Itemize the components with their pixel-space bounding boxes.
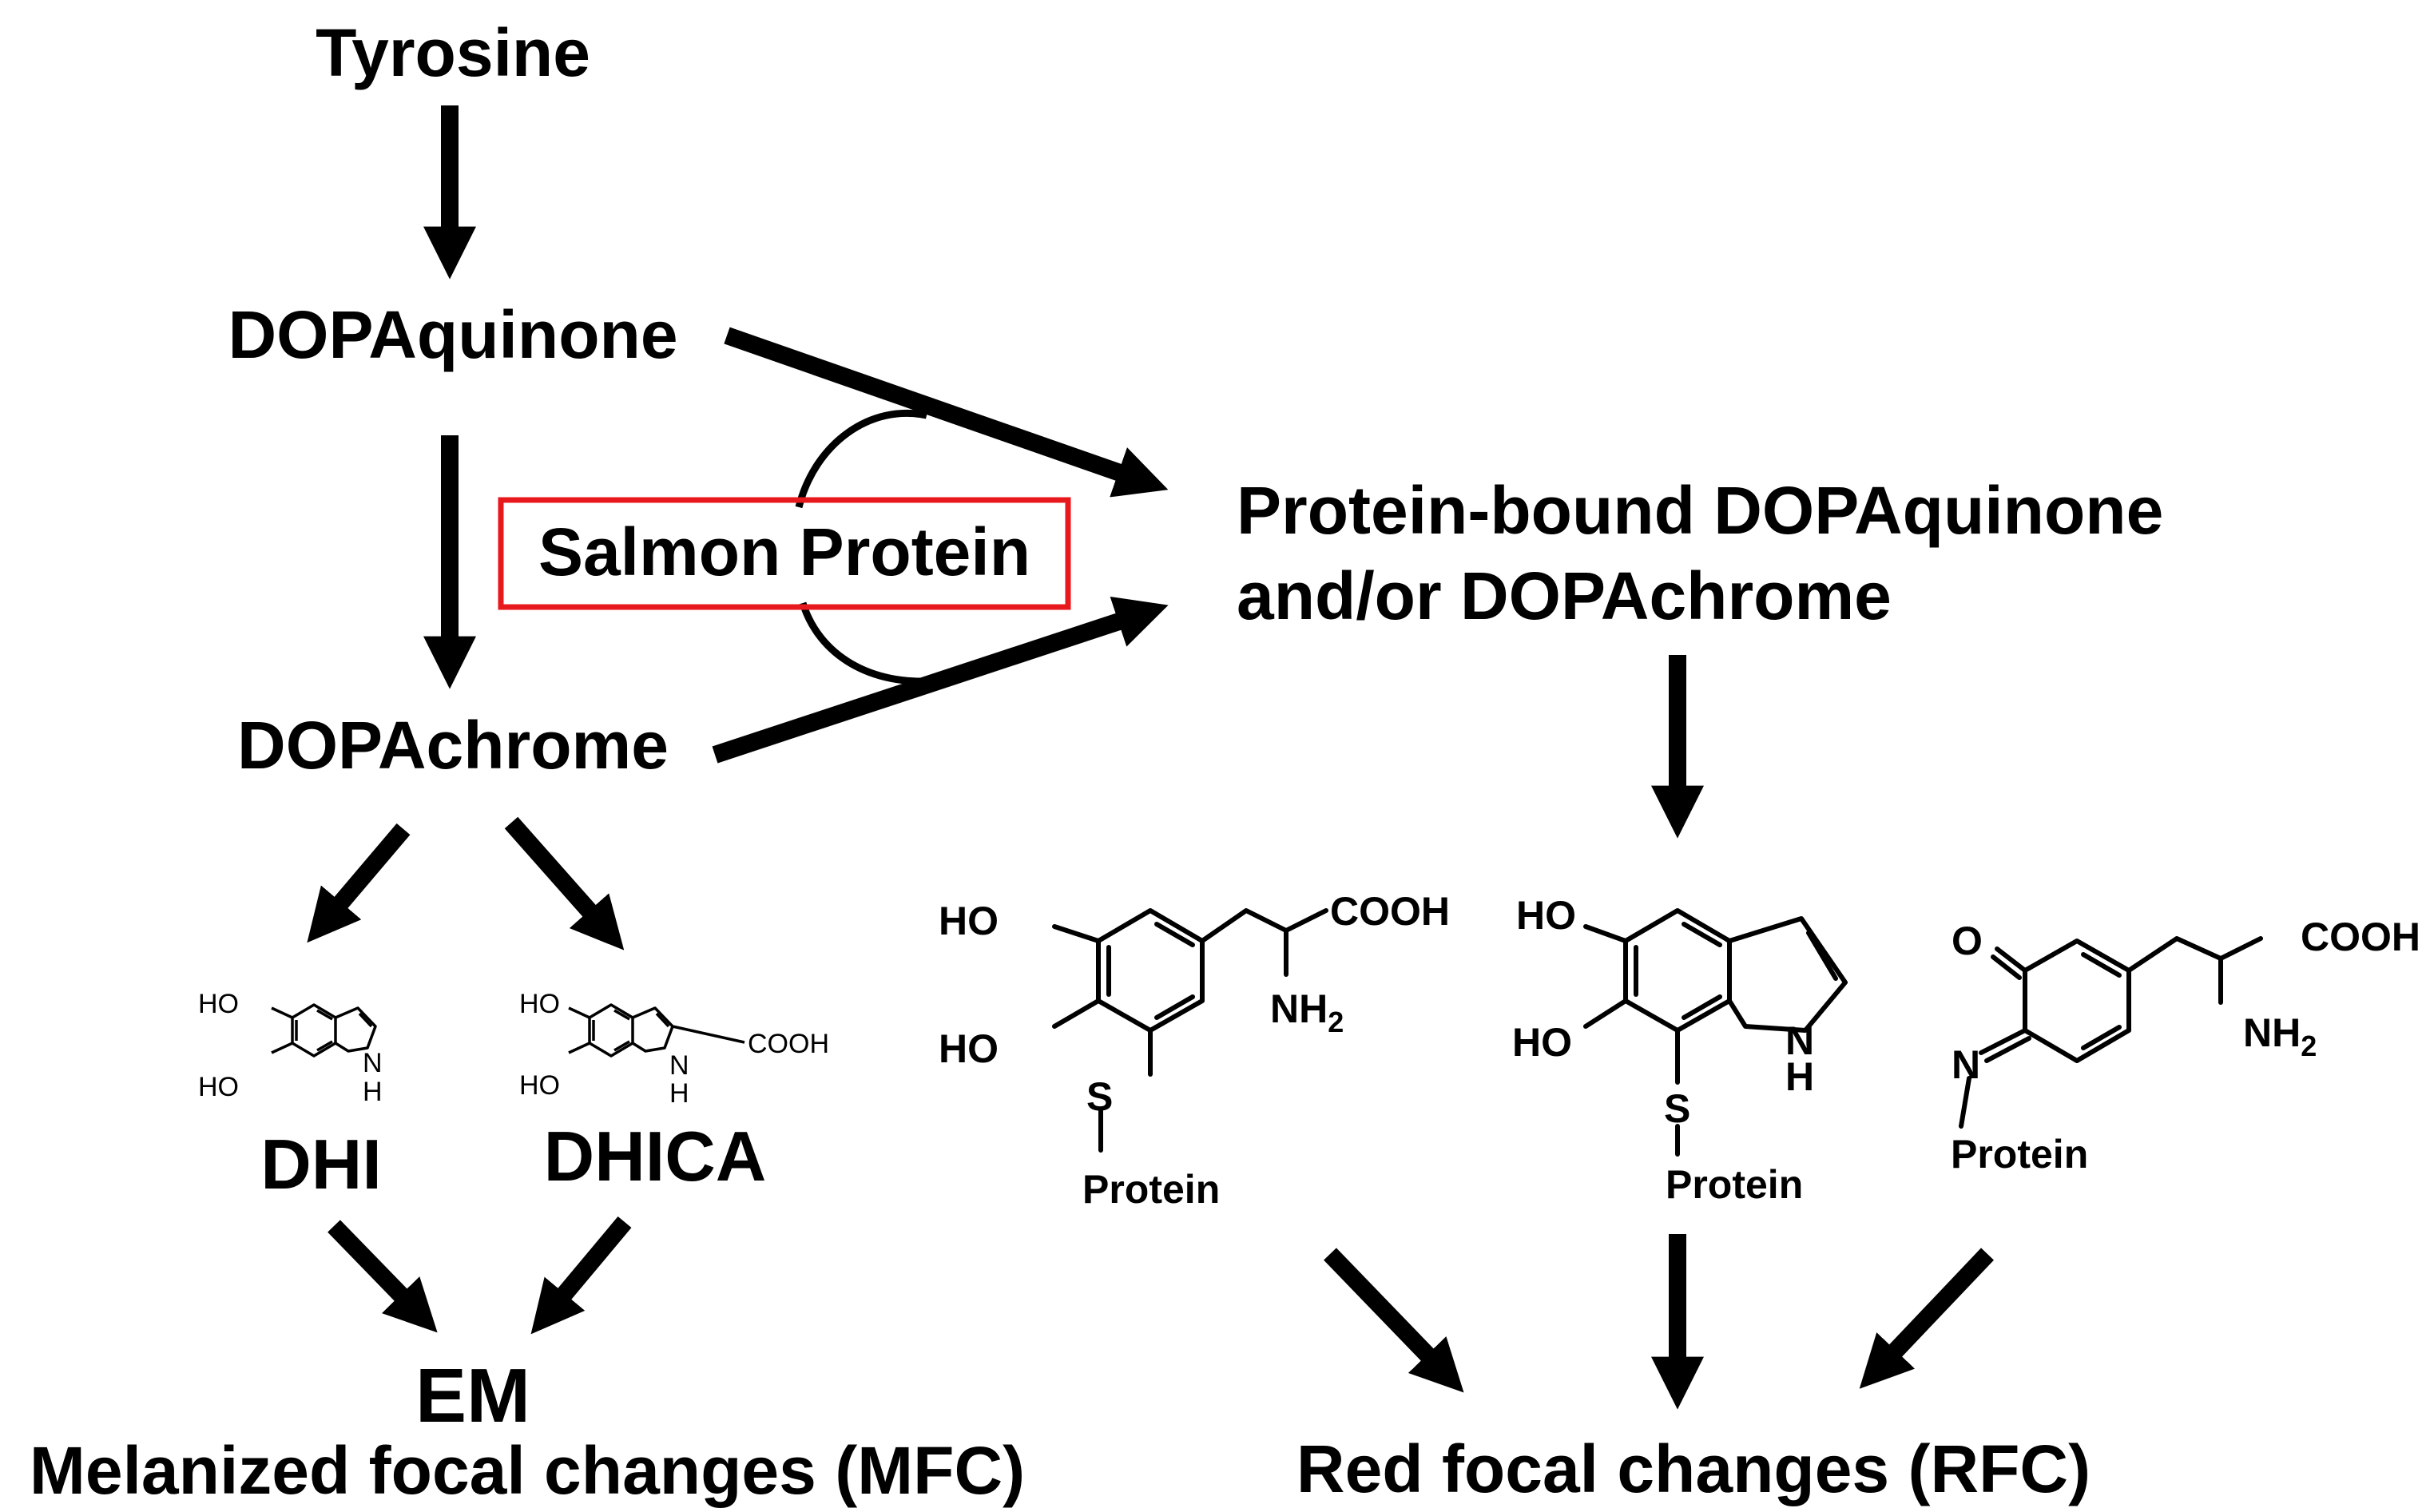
tyrosine-label: Tyrosine	[316, 15, 590, 90]
dopachrome-label: DOPAchrome	[237, 708, 669, 783]
quinone-imine-o: O	[1952, 919, 1983, 963]
rfc-label: Red focal changes (RFC)	[1296, 1431, 2091, 1506]
dhica-ho-top: HO	[519, 989, 560, 1019]
quinone-imine-n: N	[1952, 1042, 1980, 1087]
arrow-dopachrome-to-dhi	[307, 823, 411, 943]
thio-dhi-protein: Protein	[1666, 1162, 1803, 1207]
arrow-dhica-to-em	[530, 1216, 632, 1335]
quinone-imine-protein-structure: O N COOH NH2 Protein	[1951, 915, 2420, 1177]
quinone-imine-cooh: COOH	[2301, 915, 2420, 959]
cysteinyldopa-protein: Protein	[1082, 1167, 1220, 1212]
thio-dhi-s: S	[1664, 1086, 1690, 1131]
thio-dhi-ho-bottom: HO	[1512, 1020, 1572, 1065]
mfc-label: Melanized focal changes (MFC)	[30, 1433, 1025, 1508]
dhi-structure: HO HO N H	[198, 989, 383, 1107]
dopaquinone-label: DOPAquinone	[228, 297, 677, 372]
salmon-protein-label: Salmon Protein	[538, 514, 1030, 589]
quinone-imine-nh2: NH2	[2243, 1010, 2317, 1062]
cysteinyldopa-protein-structure: HO HO COOH NH2 S Protein	[939, 889, 1450, 1212]
arrow-quinone-imine-to-rfc	[1859, 1248, 1994, 1389]
dhica-structure: HO HO COOH N H	[519, 989, 829, 1109]
dhi-label: DHI	[260, 1125, 382, 1204]
thio-dhi-n: N	[1785, 1018, 1814, 1063]
arrow-dopachrome-to-protein-bound	[712, 596, 1169, 764]
dhi-ho-bottom: HO	[198, 1072, 239, 1102]
dhi-ho-top: HO	[198, 989, 239, 1019]
arrow-dopaquinone-to-protein-bound	[724, 327, 1169, 498]
dhica-ho-bottom: HO	[519, 1070, 560, 1101]
thio-dhi-ho-top: HO	[1516, 893, 1576, 938]
protein-bound-label-line1: Protein-bound DOPAquinone	[1237, 473, 2163, 548]
arrow-cysteinyldopa-to-rfc	[1324, 1248, 1464, 1393]
thio-dhi-protein-structure: HO HO N H S Protein	[1512, 893, 1848, 1207]
dhi-n: N	[363, 1048, 383, 1078]
cysteinyldopa-nh2: NH2	[1270, 986, 1344, 1038]
dhi-h: H	[363, 1077, 383, 1107]
cysteinyldopa-cooh: COOH	[1330, 889, 1450, 934]
salmon-protein-lower-arc	[799, 601, 939, 685]
salmon-protein-upper-arc	[795, 409, 927, 509]
dhica-cooh: COOH	[748, 1029, 829, 1059]
dhica-h: H	[669, 1078, 689, 1109]
cysteinyldopa-s: S	[1086, 1074, 1113, 1119]
quinone-imine-protein: Protein	[1951, 1132, 2088, 1177]
cysteinyldopa-ho-top: HO	[939, 899, 999, 943]
dhica-label: DHICA	[544, 1117, 767, 1196]
salmon-protein-box	[498, 497, 1071, 610]
protein-bound-label-line2: and/or DOPAchrome	[1237, 558, 1892, 633]
thio-dhi-h: H	[1785, 1054, 1814, 1099]
arrow-dhi-to-em	[328, 1220, 438, 1333]
cysteinyldopa-ho-bottom: HO	[939, 1026, 999, 1071]
em-label: EM	[415, 1353, 530, 1439]
dhica-n: N	[669, 1050, 689, 1081]
arrow-dopachrome-to-dhica	[504, 816, 625, 950]
